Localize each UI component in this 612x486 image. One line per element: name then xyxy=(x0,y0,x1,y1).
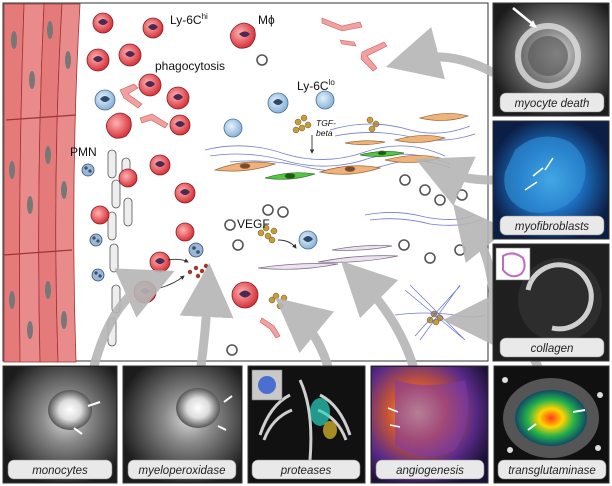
myofibroblasts xyxy=(264,150,405,180)
neutrophils-pmn xyxy=(81,163,204,282)
secreted-particles xyxy=(257,114,444,326)
caption-myocyte-death: myocyte death xyxy=(515,98,590,110)
side-panel-myocyte-death: myocyte death xyxy=(492,2,610,117)
ly6c-lo-monocytes xyxy=(94,89,335,250)
myocyte-debris xyxy=(119,17,388,339)
side-panel-collagen: collagen xyxy=(492,243,610,362)
myocyte-layer xyxy=(3,3,81,363)
bottom-panel-transglutaminase: transglutaminase xyxy=(493,365,610,484)
macrophage-label: Mϕ xyxy=(258,13,275,27)
macrophage-cells xyxy=(106,22,256,139)
side-panel-myofibroblasts: myofibroblasts xyxy=(492,120,610,240)
caption-angiogenesis: angiogenesis xyxy=(396,465,464,477)
pmn-label: PMN xyxy=(70,145,97,159)
bottom-panel-angiogenesis: angiogenesis xyxy=(370,365,489,484)
caption-myofibroblasts: myofibroblasts xyxy=(515,221,589,233)
collagen-fibers xyxy=(204,123,486,341)
caption-collagen: collagen xyxy=(531,343,574,355)
bottom-panel-monocytes: monocytes xyxy=(2,365,118,484)
phagocytosis-label: phagocytosis xyxy=(155,59,225,73)
caption-monocytes: monocytes xyxy=(32,465,88,477)
ly6c-lo-label: Ly-6Clo xyxy=(297,78,335,93)
ly6c-hi-label: Ly-6Chi xyxy=(170,12,208,27)
vegf-label: VEGF xyxy=(237,217,270,231)
caption-proteases: proteases xyxy=(280,465,332,477)
tgf-beta-label: TGF- beta xyxy=(316,118,338,138)
caption-myeloperoxidase: myeloperoxidase xyxy=(139,465,226,477)
caption-transglutaminase: transglutaminase xyxy=(508,465,596,477)
bottom-panel-proteases: proteases xyxy=(247,365,366,484)
bottom-panel-myeloperoxidase: myeloperoxidase xyxy=(122,365,243,484)
